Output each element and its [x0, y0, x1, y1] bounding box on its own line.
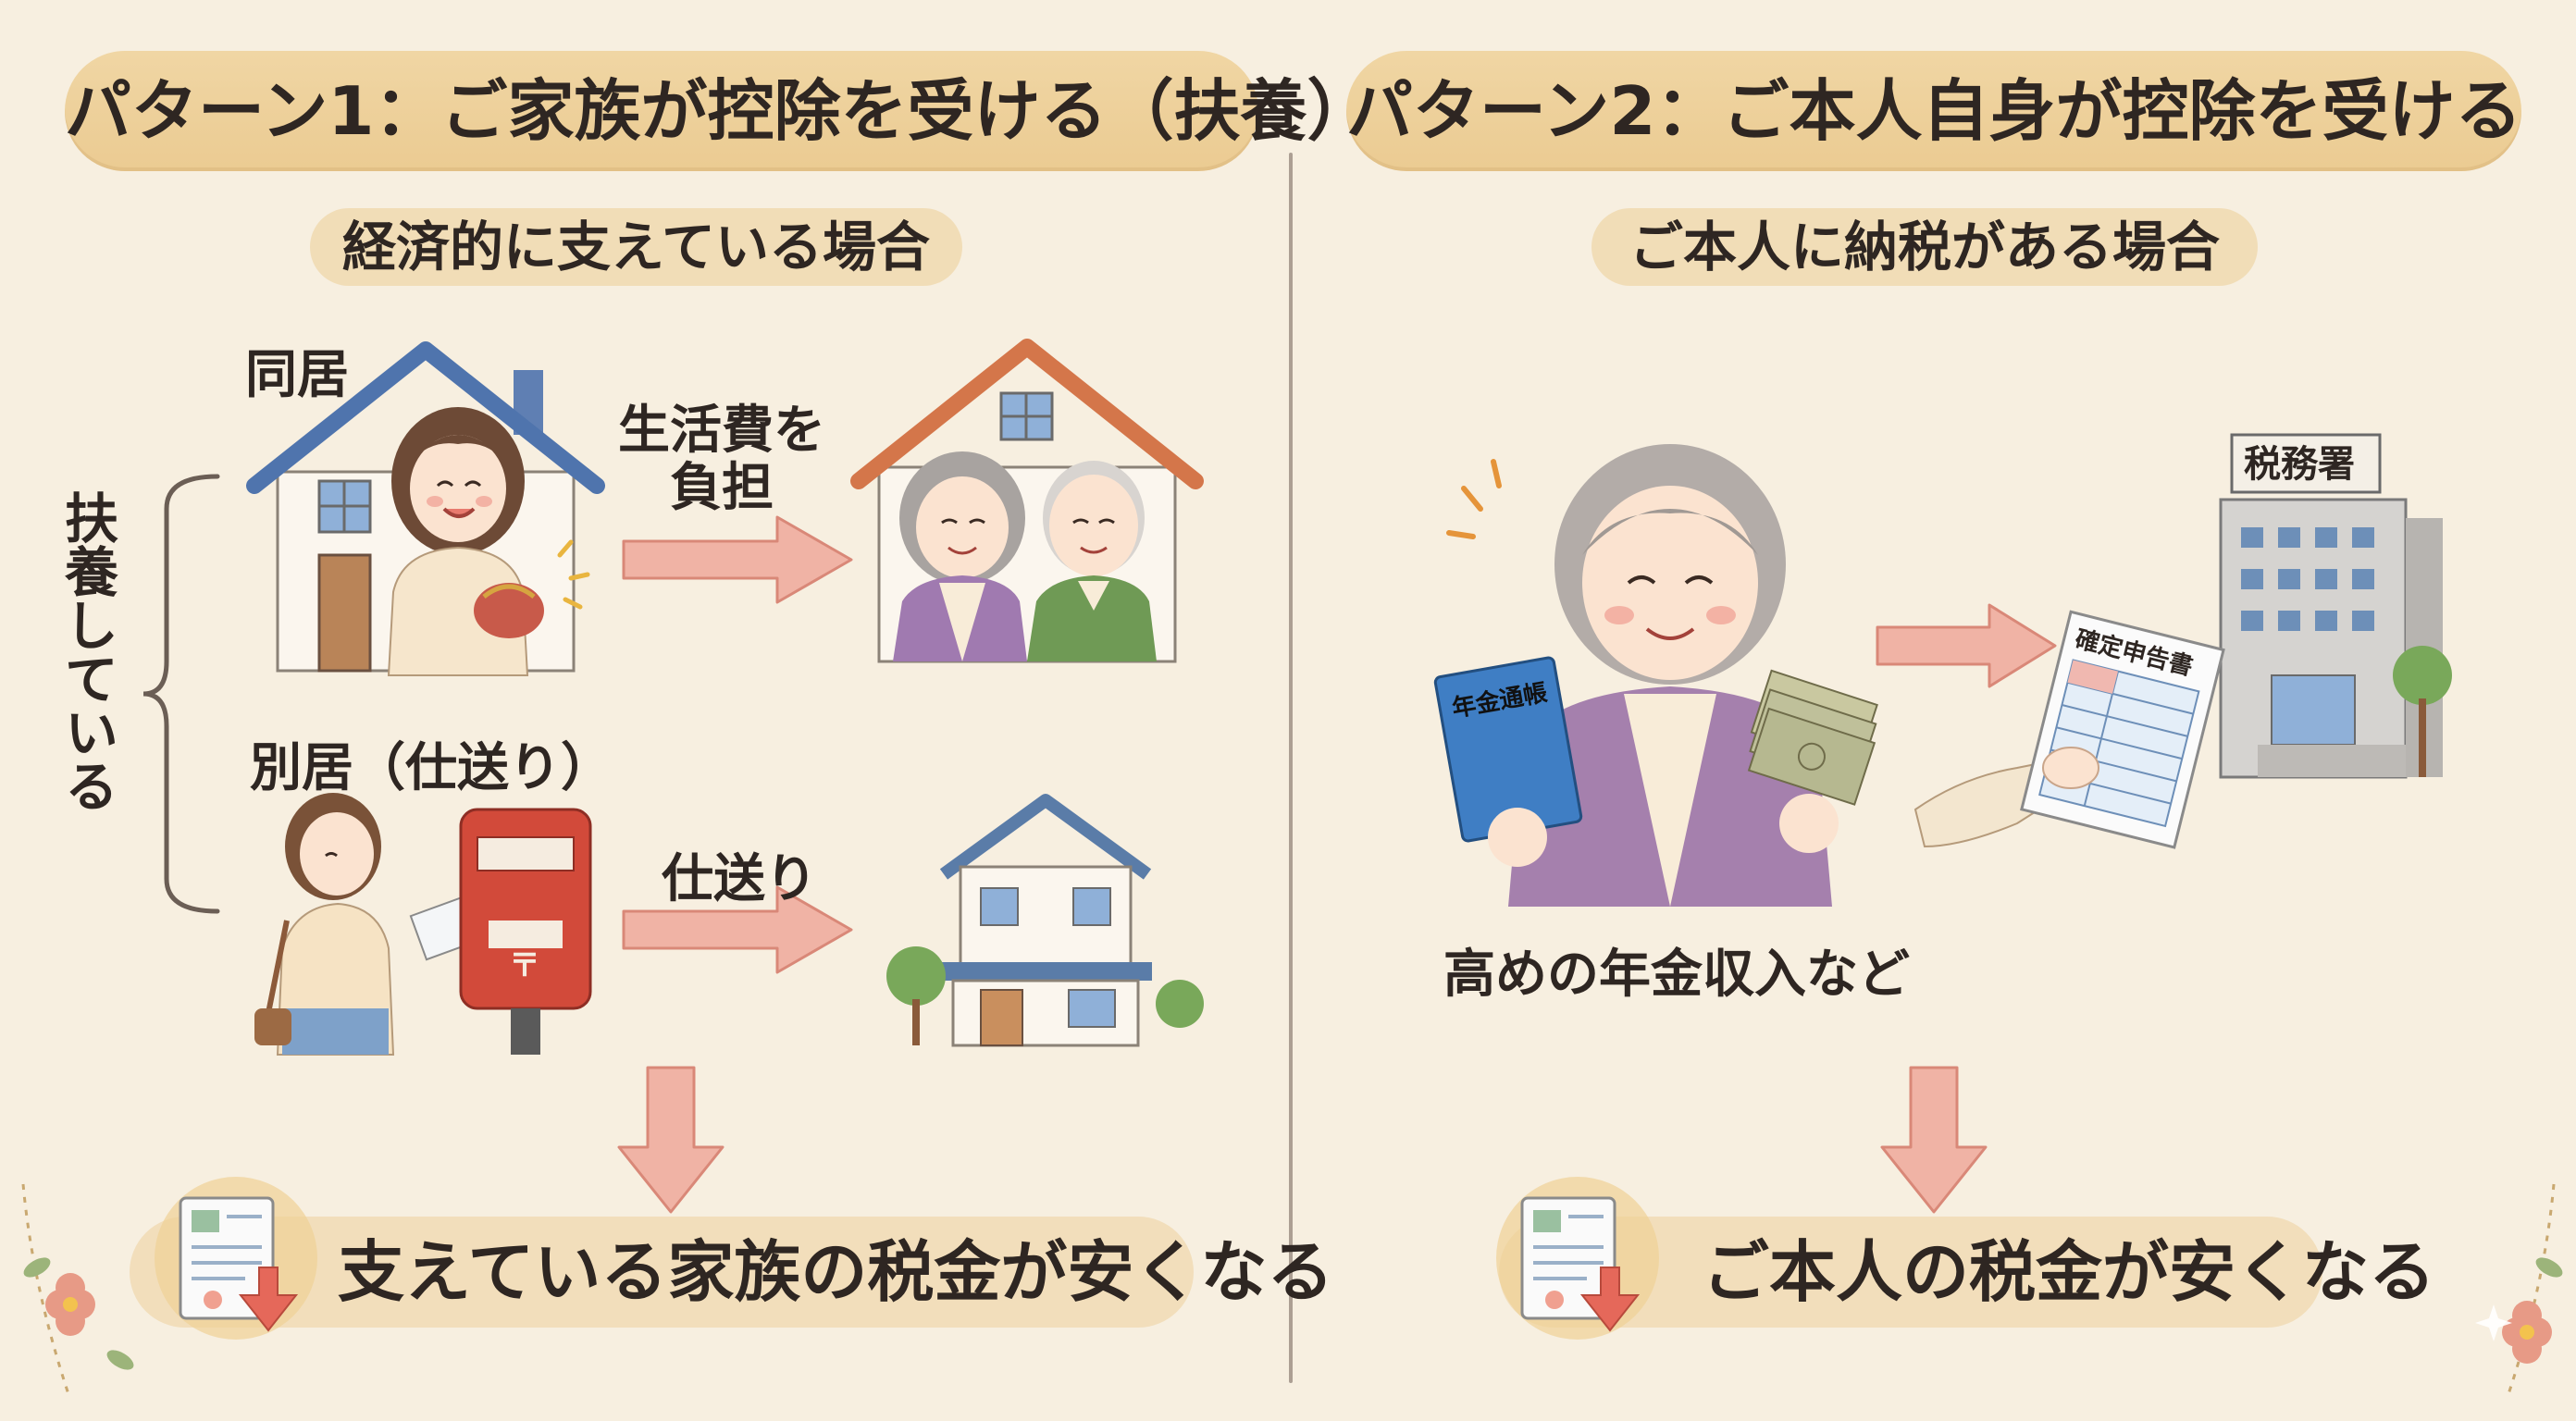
girl-mailing-letter-icon: 〒 — [254, 793, 592, 1056]
pattern1-subtitle-band — [310, 208, 962, 286]
house-with-daughter-icon — [246, 341, 605, 676]
svg-text:〒: 〒 — [509, 947, 540, 984]
pattern1-result: 支えている家族の税金が安くなる — [338, 1233, 1334, 1311]
arrow-down-icon — [1880, 1066, 1988, 1214]
pattern1-title-band — [65, 51, 1258, 171]
pattern2-title-band — [1346, 51, 2521, 171]
separate-label: 別居（仕送り） — [250, 738, 613, 798]
bracket-icon — [142, 474, 220, 914]
grandma-with-pension-icon: 年金通帳 — [1433, 444, 1878, 907]
house-with-elderly-couple-icon — [850, 339, 1204, 663]
arrow-right-icon — [622, 885, 853, 974]
income-caption: 高めの年金収入など — [1443, 945, 1910, 1005]
center-divider — [1289, 153, 1293, 1383]
pattern1-title: パターン1：ご家族が控除を受ける（扶養） — [65, 72, 1374, 150]
cohabit-arrow-label: 生活費を 負担 — [618, 401, 825, 518]
tax-return-form-icon: 確定申告書 — [1913, 610, 2225, 849]
arrow-right-icon — [622, 515, 853, 604]
pattern2-result: ご本人の税金が安くなる — [1703, 1233, 2436, 1311]
arrow-right-icon — [1876, 603, 2057, 688]
small-house-icon — [886, 794, 1204, 1047]
bracket-label: 扶養している — [56, 490, 118, 812]
separate-arrow-label: 仕送り — [662, 849, 817, 909]
pattern1-subtitle: 経済的に支えている場合 — [341, 216, 931, 278]
arrow-down-icon — [617, 1066, 724, 1214]
tax-office-building-icon: 税務署 — [2219, 433, 2452, 779]
flower-decoration-icon — [21, 1183, 134, 1398]
pattern2-title: パターン2：ご本人自身が控除を受ける — [1346, 72, 2522, 150]
cohabit-label: 同居 — [245, 345, 349, 405]
pattern2-subtitle: ご本人に納税がある場合 — [1629, 216, 2220, 278]
flower-decoration-icon — [2475, 1183, 2563, 1398]
pattern2-subtitle-band — [1591, 208, 2258, 286]
tax-office-label: 税務署 — [2244, 443, 2355, 486]
document-down-icon — [1496, 1177, 1659, 1340]
document-down-icon — [155, 1177, 317, 1340]
